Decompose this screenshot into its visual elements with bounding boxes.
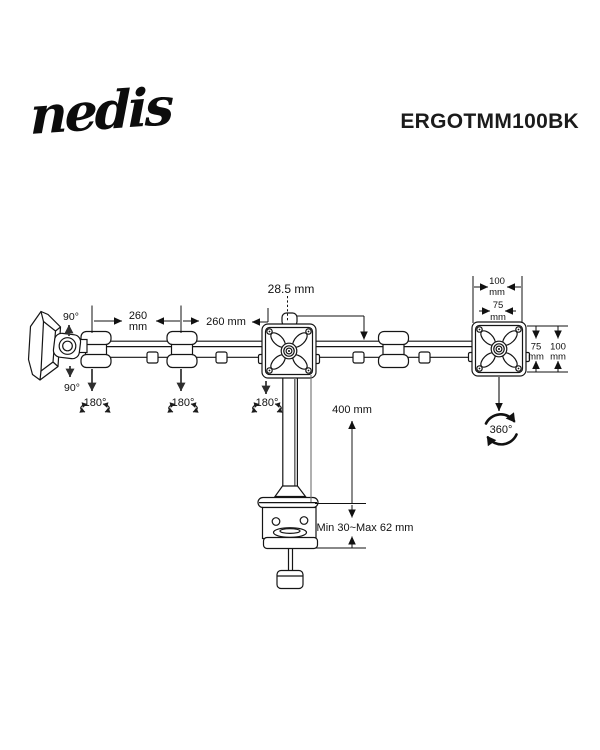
dim-vesa-offset: 28.5 mm: [268, 282, 368, 340]
dim-vesa-offset-label: 28.5 mm: [268, 282, 315, 296]
dim-arm1-value: 260: [129, 310, 147, 322]
cable-clip: [146, 351, 159, 364]
dim-width75-unit: mm: [490, 312, 506, 323]
clamp-knob: [276, 569, 304, 590]
clamp-hole: [299, 516, 309, 525]
dim-clamp-range: Min 30~Max 62 mm: [315, 505, 414, 549]
center-vesa-plate: [257, 323, 321, 379]
swivel-joint-2: [166, 330, 198, 369]
model-number: ERGOTMM100BK: [400, 110, 579, 133]
dim-arm1-unit: mm: [129, 321, 147, 333]
cable-clip: [352, 351, 365, 364]
dim-height75-value: 75: [531, 342, 542, 353]
dim-clamp-range-label: Min 30~Max 62 mm: [317, 522, 414, 534]
swivel3-label: 180°: [256, 397, 279, 409]
tilt-down-label: 90°: [64, 382, 80, 394]
tilt-up-label: 90°: [63, 311, 79, 323]
dim-height100-unit: mm: [550, 352, 566, 363]
dim-vesa-widths: 100 mm 75 mm: [472, 276, 523, 323]
swivel1-label: 180°: [84, 397, 107, 409]
desk-clamp: [257, 485, 319, 590]
tilt-indicator: 90° 90°: [63, 311, 80, 394]
rotate-label: 360°: [490, 424, 513, 436]
clamp-hole: [271, 517, 281, 526]
swivel2-label: 180°: [172, 397, 195, 409]
clamp-jaw: [262, 536, 319, 550]
rotate-indicator: 360°: [484, 377, 518, 447]
dim-height75-unit: mm: [528, 352, 544, 363]
swivel-indicator-2: 180°: [167, 369, 199, 413]
dim-height100-value: 100: [550, 342, 566, 353]
dim-width100-value: 100: [489, 276, 505, 287]
dim-pole-height-label: 400 mm: [332, 404, 372, 416]
left-monitor-plate: [27, 310, 88, 381]
dim-width100-unit: mm: [489, 287, 505, 298]
cable-clip: [215, 351, 228, 364]
cable-clip: [418, 351, 431, 364]
swivel-joint-3: [377, 330, 410, 369]
right-vesa-plate: [467, 321, 531, 377]
dim-arm-lengths: 260 mm 260 mm: [91, 305, 269, 333]
swivel-indicator-3: 180°: [251, 381, 283, 413]
swivel-indicator-1: 180°: [79, 369, 111, 413]
dim-pole-height: 400 mm: [310, 375, 372, 504]
dim-vesa-heights: 75 mm 100 mm: [527, 325, 568, 373]
dim-width75-value: 75: [493, 300, 504, 311]
dim-arm2-label: 260 mm: [206, 316, 246, 328]
